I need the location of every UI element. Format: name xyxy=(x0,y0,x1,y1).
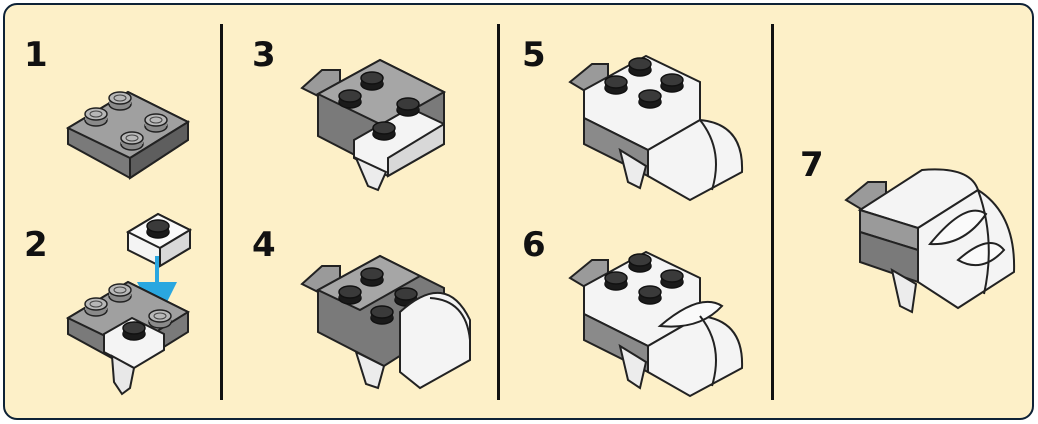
step-4-assembly xyxy=(302,256,470,388)
step-5-assembly xyxy=(570,56,742,200)
step-6-assembly xyxy=(570,252,742,396)
step-2-base-assembly xyxy=(68,282,188,394)
step-7-final-assembly xyxy=(846,169,1014,312)
step-1-gray-slope-brick xyxy=(68,92,188,178)
step-3-assembly xyxy=(302,60,444,190)
